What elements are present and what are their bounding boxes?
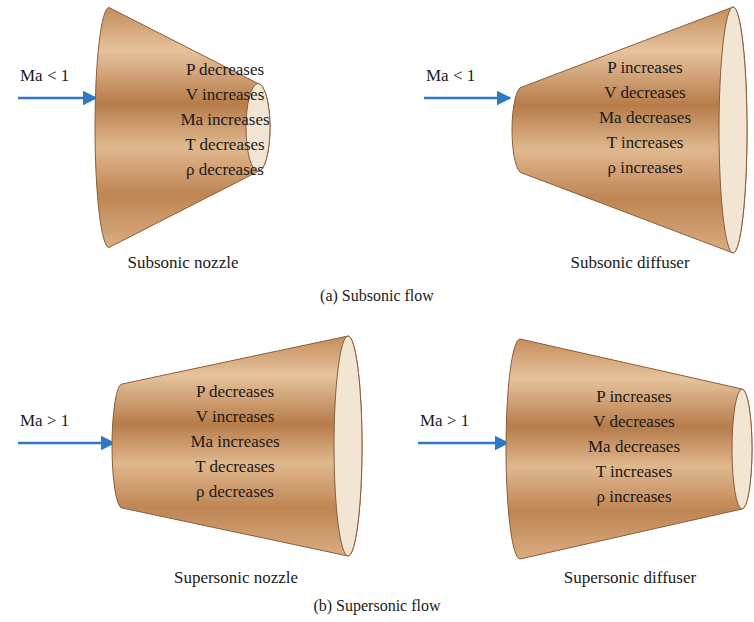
property-trend: T decreases [185, 132, 264, 157]
flow-arrow [424, 97, 510, 100]
nozzle-duct: P decreasesV increasesMa increasesT decr… [95, 5, 270, 250]
duct-body [112, 336, 362, 556]
property-trend: P increases [607, 55, 682, 80]
property-list: P increasesV decreasesMa decreasesT incr… [588, 384, 680, 509]
property-list: P decreasesV increasesMa increasesT decr… [180, 57, 269, 182]
duct-caption: Subsonic nozzle [128, 253, 239, 273]
duct-body [506, 339, 752, 559]
mach-label: Ma < 1 [20, 66, 69, 86]
duct-outline [512, 5, 747, 255]
property-trend: P increases [596, 384, 671, 409]
property-trend: ρ decreases [196, 479, 274, 504]
flow-arrow [18, 442, 114, 445]
duct-caption: Supersonic diffuser [564, 568, 696, 588]
nozzle-duct: P decreasesV increasesMa increasesT decr… [112, 335, 362, 557]
property-trend: P decreases [196, 379, 274, 404]
property-trend: Ma increases [190, 429, 279, 454]
mach-label: Ma > 1 [20, 411, 69, 431]
part-caption: (b) Supersonic flow [313, 596, 440, 616]
mach-label: Ma > 1 [420, 411, 469, 431]
duct-caption: Supersonic nozzle [174, 568, 298, 588]
property-trend: Ma decreases [588, 434, 680, 459]
duct-body [95, 8, 270, 248]
property-trend: P decreases [186, 57, 264, 82]
property-trend: ρ decreases [186, 157, 264, 182]
duct-opening [719, 7, 747, 253]
property-trend: T increases [596, 459, 673, 484]
property-trend: V decreases [593, 409, 674, 434]
duct-opening [334, 336, 362, 556]
diffuser-duct: P increasesV decreasesMa decreasesT incr… [506, 338, 752, 560]
property-trend: Ma increases [180, 107, 269, 132]
diffuser-duct: P increasesV decreasesMa decreasesT incr… [512, 5, 747, 255]
property-trend: V increases [186, 82, 265, 107]
property-list: P increasesV decreasesMa decreasesT incr… [599, 55, 691, 180]
part-caption: (a) Subsonic flow [320, 286, 434, 306]
property-trend: V decreases [604, 80, 685, 105]
property-trend: T increases [607, 130, 684, 155]
property-trend: T decreases [195, 454, 274, 479]
property-trend: ρ increases [596, 484, 671, 509]
flow-arrow [418, 442, 508, 445]
duct-caption: Subsonic diffuser [570, 253, 689, 273]
property-trend: Ma decreases [599, 105, 691, 130]
duct-opening [732, 389, 752, 509]
property-list: P decreasesV increasesMa increasesT decr… [190, 379, 279, 504]
property-trend: ρ increases [607, 155, 682, 180]
duct-body [512, 7, 747, 253]
property-trend: V increases [196, 404, 275, 429]
flow-arrow [18, 97, 96, 100]
mach-label: Ma < 1 [426, 66, 475, 86]
